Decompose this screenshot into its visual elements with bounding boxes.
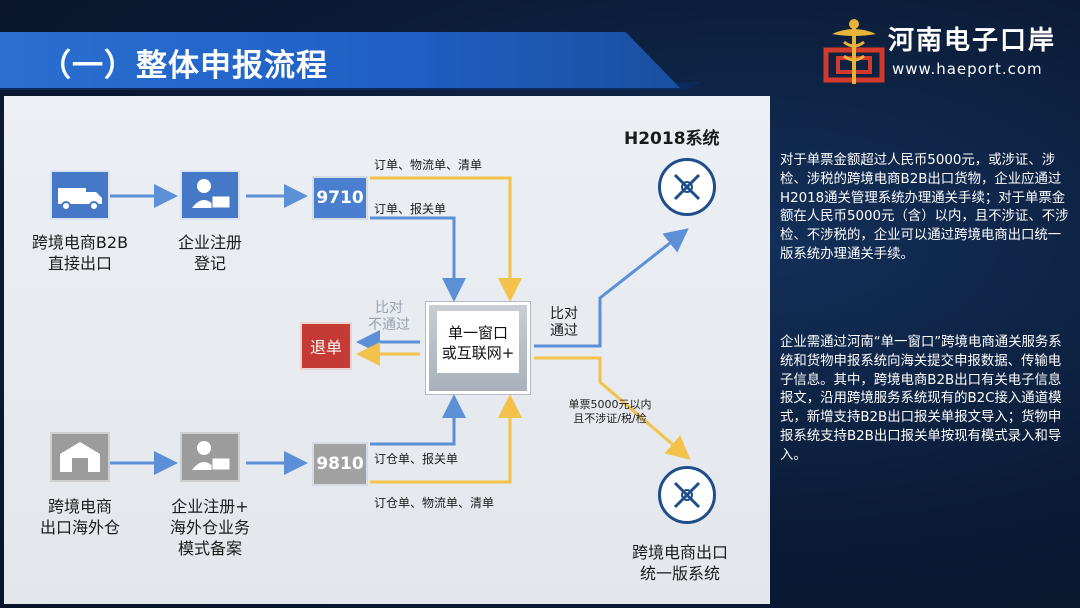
title-band [0,32,680,88]
code-9710-box: 9710 [312,176,368,220]
truck-icon [50,170,110,220]
single-window-label: 单一窗口或互联网+ [441,324,515,362]
logo-text: 河南电子口岸 [888,26,1057,56]
h2018-title: H2018系统 [624,129,720,149]
caduceus-logo-icon [823,19,885,84]
single-window-box: 单一窗口或互联网+ [426,302,530,394]
enterprise-user-gray-icon [180,432,240,482]
threshold-label: 单票5000元以内且不涉证/税/检 [568,398,652,425]
customs-emblem-bottom-icon [658,466,716,524]
row2-register-label: 企业注册+海外仓业务模式备案 [169,497,250,558]
enterprise-user-icon [180,170,240,220]
page-title: （一）整体申报流程 [40,48,328,84]
row1-register-label: 企业注册登记 [177,233,242,273]
compare-fail-label: 比对不通过 [368,300,410,333]
arrow-pass-to-h2018 [534,228,689,348]
row2-source-label: 跨境电商出口海外仓 [39,497,120,537]
warehouse-icon [50,432,110,482]
logo: 河南电子口岸 www.haeport.com [822,12,1062,86]
arrow-9810-blue [370,394,466,446]
arrow-to-unified [534,356,691,460]
arrow-9710-yellow [370,176,522,302]
edge-9710-top-label: 订单、物流单、清单 [374,158,483,172]
compare-pass-label: 比对通过 [550,306,578,339]
reject-box: 退单 [300,322,352,370]
diagram-panel [4,96,770,604]
code-9810-box: 9810 [312,442,368,486]
customs-emblem-top-icon [658,158,716,216]
logo-url: www.haeport.com [892,60,1043,78]
edge-9810-mid-label: 订仓单、报关单 [374,452,459,466]
single-window-screen: 单一窗口或互联网+ [437,311,519,373]
edge-9710-mid-label: 订单、报关单 [374,202,447,216]
arrow-9710-blue [370,216,466,302]
description-paragraph-2: 企业需通过河南“单一窗口”跨境电商通关服务系统和货物申报系统向海关提交申报数据、… [780,335,1062,463]
description-paragraph-1: 对于单票金额超过人民币5000元，或涉证、涉检、涉税的跨境电商B2B出口货物，企… [780,153,1069,262]
edge-9810-bottom-label: 订仓单、物流单、清单 [374,496,495,510]
arrow-9810-yellow [370,394,522,484]
unified-system-title: 跨境电商出口统一版系统 [632,543,729,583]
